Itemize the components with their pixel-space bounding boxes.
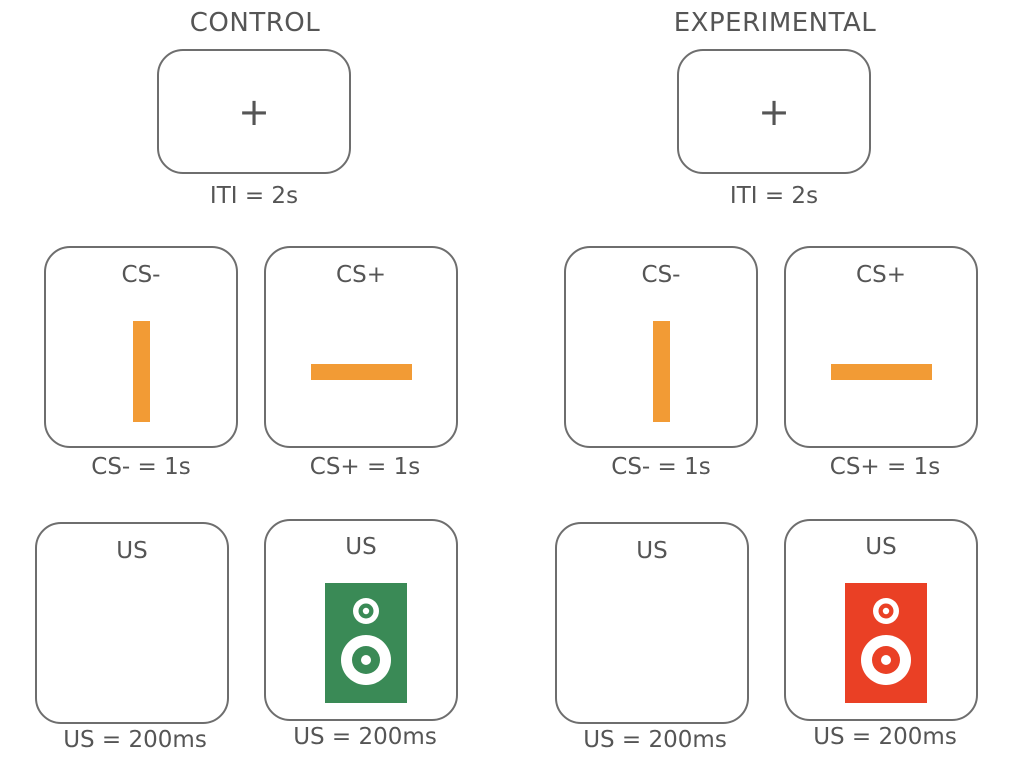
cs-plus-label: CS+: [336, 262, 386, 288]
cs-plus-caption-control: CS+ = 1s: [309, 454, 421, 480]
us-label: US: [345, 534, 377, 560]
group-title-experimental: EXPERIMENTAL: [673, 8, 877, 38]
us-sound-caption-experimental: US = 200ms: [813, 724, 957, 750]
cs-minus-caption-control: CS- = 1s: [91, 454, 191, 480]
speaker-icon: [845, 583, 927, 703]
vertical-bar-icon: [133, 321, 150, 422]
iti-caption-experimental: ITI = 2s: [729, 183, 819, 209]
cs-minus-label: CS-: [121, 262, 161, 288]
us-sound-panel-control: US: [264, 519, 458, 721]
speaker-icon: [325, 583, 407, 703]
us-blank-caption-experimental: US = 200ms: [583, 727, 727, 753]
cs-plus-label: CS+: [856, 262, 906, 288]
us-blank-panel-control: US: [35, 522, 229, 724]
fixation-panel-control: +: [157, 49, 351, 174]
cs-minus-panel-control: CS-: [44, 246, 238, 448]
us-blank-panel-experimental: US: [555, 522, 749, 724]
iti-caption-control: ITI = 2s: [209, 183, 299, 209]
us-blank-caption-control: US = 200ms: [63, 727, 207, 753]
cs-minus-panel-experimental: CS-: [564, 246, 758, 448]
group-title-control: CONTROL: [189, 8, 321, 38]
fixation-cross: +: [758, 90, 790, 134]
us-label: US: [116, 538, 148, 564]
fixation-panel-experimental: +: [677, 49, 871, 174]
cs-plus-panel-control: CS+: [264, 246, 458, 448]
vertical-bar-icon: [653, 321, 670, 422]
cs-plus-panel-experimental: CS+: [784, 246, 978, 448]
us-sound-panel-experimental: US: [784, 519, 978, 721]
cs-minus-label: CS-: [641, 262, 681, 288]
fixation-cross: +: [238, 90, 270, 134]
horizontal-bar-icon: [311, 364, 412, 380]
us-sound-caption-control: US = 200ms: [293, 724, 437, 750]
us-label: US: [636, 538, 668, 564]
horizontal-bar-icon: [831, 364, 932, 380]
us-label: US: [865, 534, 897, 560]
cs-minus-caption-experimental: CS- = 1s: [611, 454, 711, 480]
cs-plus-caption-experimental: CS+ = 1s: [829, 454, 941, 480]
